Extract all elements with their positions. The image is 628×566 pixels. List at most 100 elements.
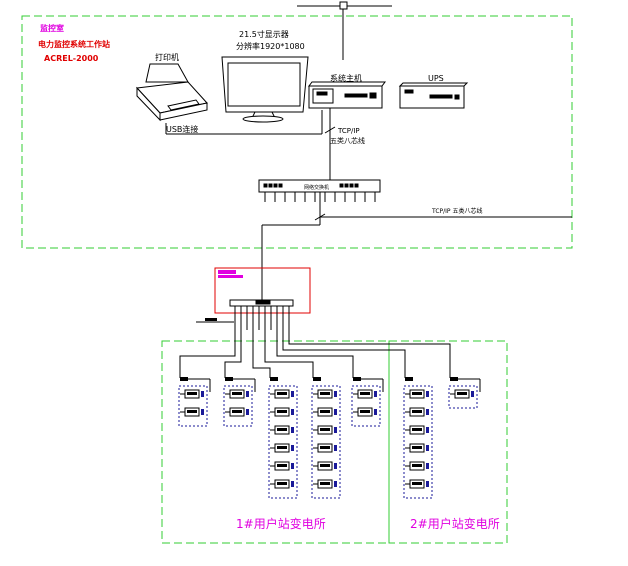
meter-box [223, 385, 253, 427]
meter-box [351, 385, 381, 427]
substation-2-frame [388, 340, 508, 544]
gateway-frame [214, 267, 311, 314]
gateway-device-icon [229, 299, 294, 307]
monitor-icon [221, 56, 309, 123]
meter-terminal [291, 463, 294, 469]
feeder-marker [450, 377, 458, 381]
meter-display [412, 464, 422, 467]
meter-terminal [334, 391, 337, 397]
gateway-drops [234, 306, 290, 330]
meter-display [277, 428, 287, 431]
meter-terminal [291, 427, 294, 433]
meter-display [320, 392, 330, 395]
meter-display [320, 482, 330, 485]
host-label: 系统主机 [330, 73, 362, 83]
tcpip-right-label: TCP/IP 五类八芯线 [431, 207, 482, 215]
meter-display [457, 392, 467, 395]
meter-terminal [246, 391, 249, 397]
meter-terminal [374, 409, 377, 415]
meter-display [187, 392, 197, 395]
printer-icon [135, 63, 208, 122]
link-tick-2 [314, 213, 326, 221]
meter-terminal [201, 391, 204, 397]
meter-display [277, 410, 287, 413]
feeder-marker [405, 377, 413, 381]
meter-terminal [291, 445, 294, 451]
feeder-marker [353, 377, 361, 381]
ups-icon [398, 82, 469, 109]
meter-terminal [426, 409, 429, 415]
cable-label: 五类八芯线 [330, 136, 365, 145]
meter-terminal [201, 409, 204, 415]
meter-display [232, 410, 242, 413]
meter-box [311, 385, 341, 499]
meter-display [277, 392, 287, 395]
meter-box [178, 385, 208, 427]
meter-terminal [291, 481, 294, 487]
meter-display [232, 392, 242, 395]
meter-terminal [426, 481, 429, 487]
printer-label: 打印机 [155, 52, 179, 62]
ups-label: UPS [428, 74, 444, 83]
feeder-marker [270, 377, 278, 381]
meter-terminal [334, 427, 337, 433]
gateway-tag-2 [218, 275, 243, 278]
workstation-frame [21, 15, 573, 249]
bus-line [252, 330, 271, 378]
bus-line [276, 330, 354, 378]
meter-display [360, 410, 370, 413]
meter-group [178, 377, 481, 499]
meter-terminal [291, 391, 294, 397]
meter-terminal [334, 481, 337, 487]
meter-display [320, 428, 330, 431]
meter-display [277, 446, 287, 449]
meter-display [320, 446, 330, 449]
model-label: ACREL-2000 [44, 54, 99, 63]
meter-terminal [334, 463, 337, 469]
host-computer-icon [308, 81, 386, 109]
meter-terminal [426, 463, 429, 469]
meter-terminal [426, 427, 429, 433]
bus-line [282, 330, 406, 378]
substation-1-label: 1#用户站变电所 [236, 516, 326, 531]
meter-display [320, 464, 330, 467]
antenna-icon [297, 1, 392, 60]
meter-display [277, 482, 287, 485]
feeder-marker [180, 377, 188, 381]
feeder-marker [313, 377, 321, 381]
gateway-side-bar [196, 318, 234, 323]
meter-terminal [291, 409, 294, 415]
switch-ports [264, 192, 376, 202]
resolution-label: 分辨率1920*1080 [236, 41, 305, 51]
meter-terminal [426, 391, 429, 397]
tcpip-label: TCP/IP [337, 127, 360, 135]
bus-line [264, 330, 314, 378]
feeder-marker [225, 377, 233, 381]
monitor-label: 21.5寸显示器 [239, 29, 289, 39]
network-switch-icon [258, 179, 381, 193]
meter-terminal [246, 409, 249, 415]
system-title: 电力监控系统工作站 [38, 39, 110, 49]
meter-display [412, 392, 422, 395]
bus-line [224, 330, 242, 378]
meter-display [412, 410, 422, 413]
meter-display [187, 410, 197, 413]
meter-display [360, 392, 370, 395]
bus-lines [179, 330, 451, 378]
meter-terminal [334, 409, 337, 415]
bus-line [179, 330, 236, 378]
usb-label: USB连接 [166, 124, 198, 134]
meter-box [403, 385, 433, 499]
room-label: 监控室 [40, 23, 64, 33]
switch-label: 网络交换机 [304, 184, 329, 191]
meter-display [412, 482, 422, 485]
meter-terminal [334, 445, 337, 451]
meter-box [448, 385, 478, 409]
meter-display [320, 410, 330, 413]
meter-terminal [471, 391, 474, 397]
substation-1-frame [161, 340, 390, 544]
link-tick [324, 126, 336, 134]
gateway-tag [218, 270, 236, 274]
substation-2-label: 2#用户站变电所 [410, 516, 500, 531]
meter-display [412, 428, 422, 431]
